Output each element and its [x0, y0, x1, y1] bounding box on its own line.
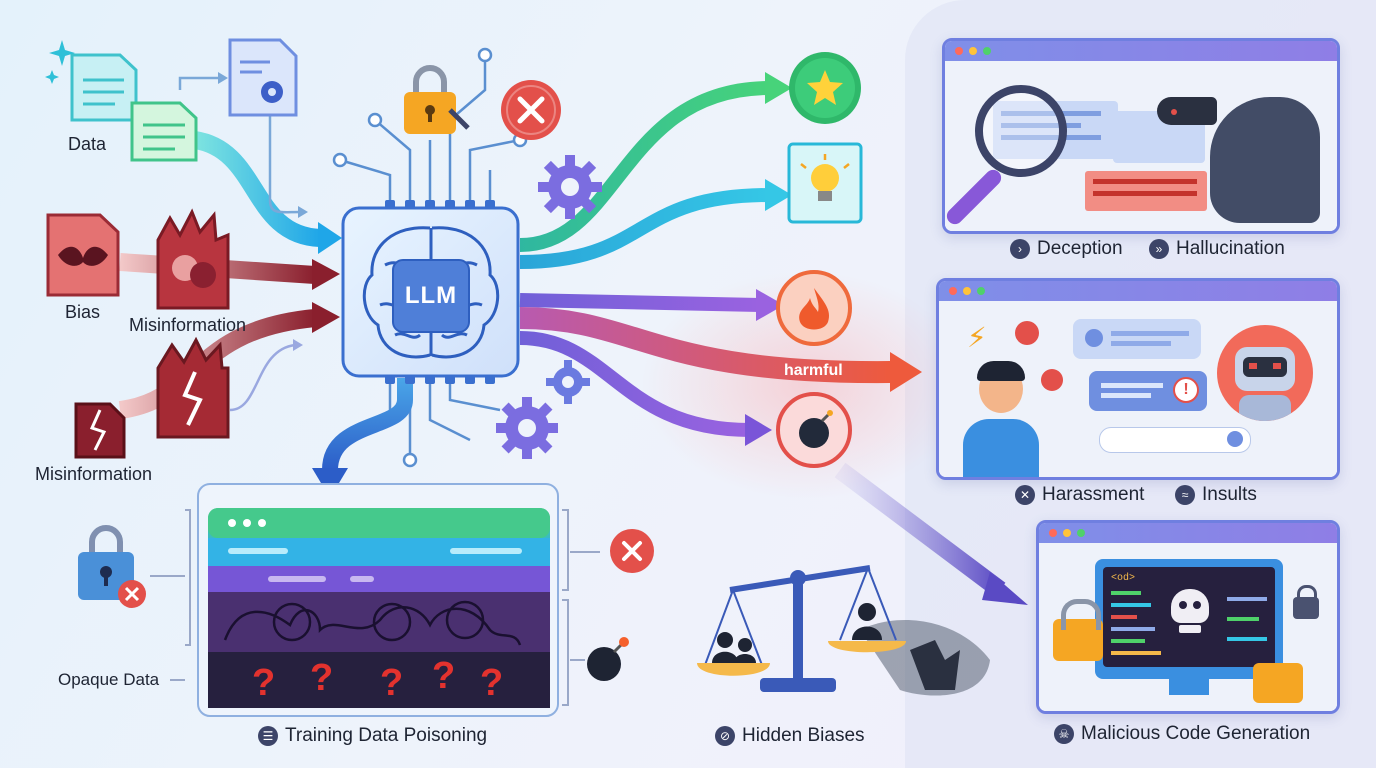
opaque-data-label: Opaque Data — [58, 670, 160, 689]
circuit-lines — [339, 55, 521, 460]
cyan-output-flow — [519, 188, 771, 269]
eye-slash-icon: ⊘ — [715, 726, 735, 746]
broken-document-icon-1 — [156, 336, 230, 439]
chevron-right-icon: › — [1010, 239, 1030, 259]
misinformation-label-2: Misinformation — [35, 464, 153, 484]
harmful-label: harmful — [784, 362, 843, 379]
lock-icon — [404, 65, 470, 134]
message-input — [1099, 427, 1251, 453]
document-icon-1 — [70, 53, 138, 122]
green-output-flow — [519, 81, 771, 252]
bomb-icon-panel — [587, 637, 629, 681]
angry-emoji — [1015, 321, 1039, 345]
broken-lock-icon — [78, 525, 146, 608]
training-data-poisoning-caption: ☰ Training Data Poisoning — [258, 725, 487, 747]
harmful-output-flow — [519, 307, 896, 384]
svg-text:?: ? — [380, 662, 403, 704]
insults-label: Insults — [1202, 484, 1257, 505]
hidden-biases-label: Hidden Biases — [742, 725, 865, 746]
data-side-arrow — [268, 110, 301, 214]
angry-emoji — [1041, 369, 1063, 391]
fire-icon — [776, 270, 852, 346]
harassment-caption: ✕ Harassment — [1015, 484, 1144, 506]
insult-icon: ≈ — [1175, 485, 1195, 505]
deception-window — [942, 38, 1340, 234]
star-icon — [789, 52, 861, 124]
svg-text:?: ? — [310, 657, 333, 699]
bomb-icon — [776, 392, 852, 468]
double-chevron-icon: » — [1149, 239, 1169, 259]
gear-document-icon — [228, 38, 298, 117]
purple-output-flow — [519, 293, 761, 312]
x-circle-icon: ✕ — [1015, 485, 1035, 505]
data-label: Data — [68, 134, 107, 154]
hallucination-label: Hallucination — [1176, 238, 1285, 259]
bias-mask-icon — [46, 213, 120, 297]
robot-icon — [1217, 325, 1313, 421]
gear-icon — [538, 155, 602, 219]
gear-icon-large — [496, 397, 558, 459]
hidden-biases-caption: ⊘ Hidden Biases — [715, 725, 865, 747]
malicious-code-label: Malicious Code Generation — [1081, 723, 1311, 744]
question-marks: ????? — [252, 655, 503, 704]
database-icon: ☰ — [258, 726, 278, 746]
svg-text:?: ? — [432, 655, 455, 697]
monitor-icon: <od> — [1095, 559, 1283, 679]
llm-chip — [341, 200, 520, 384]
sparkle-icon — [45, 40, 75, 84]
malicious-code-window: <od> — [1036, 520, 1340, 714]
harassment-label: Harassment — [1042, 484, 1145, 505]
lock-icon-right — [1253, 663, 1303, 703]
gear-icon-small — [546, 360, 590, 404]
llm-label: LLM — [404, 282, 458, 309]
lock-icon-small — [1293, 597, 1319, 619]
snake-icon — [1210, 97, 1320, 223]
x-icon — [501, 80, 561, 140]
lightbulb-icon — [787, 142, 863, 224]
send-icon — [1227, 431, 1243, 447]
misinformation-masks-icon — [156, 208, 230, 310]
x-icon-panel — [610, 529, 654, 573]
deception-caption: › Deception — [1010, 238, 1123, 260]
code-tag: <od> — [1111, 573, 1136, 584]
deception-label: Deception — [1037, 238, 1123, 259]
scale-icon — [697, 565, 990, 696]
harassment-window: ⚡ ! — [936, 278, 1340, 480]
training-data-poisoning-label: Training Data Poisoning — [285, 725, 488, 746]
broken-document-icon-2 — [74, 402, 126, 459]
skull-icon — [1171, 589, 1209, 623]
svg-text:?: ? — [480, 662, 503, 704]
data-flow-arrowhead — [318, 222, 342, 254]
warning-icon: ! — [1173, 377, 1199, 403]
malicious-code-caption: ☠ Malicious Code Generation — [1054, 723, 1310, 745]
misinformation-label-1: Misinformation — [129, 315, 247, 335]
bias-label: Bias — [65, 302, 101, 322]
bomb-output-flow — [519, 331, 751, 437]
data-flow-arrow — [193, 131, 321, 247]
insults-caption: ≈ Insults — [1175, 484, 1257, 506]
skull-badge-icon: ☠ — [1054, 724, 1074, 744]
hallucination-caption: » Hallucination — [1149, 238, 1285, 260]
document-icon-2 — [130, 101, 198, 162]
lightning-icon: ⚡ — [967, 322, 987, 353]
training-data-panel: ????? — [185, 483, 569, 717]
svg-text:?: ? — [252, 662, 275, 704]
code-output-flow — [834, 462, 1006, 598]
down-flow-arrow — [322, 378, 413, 471]
upset-person-icon — [963, 361, 1039, 477]
magnifier-icon — [975, 85, 1067, 177]
